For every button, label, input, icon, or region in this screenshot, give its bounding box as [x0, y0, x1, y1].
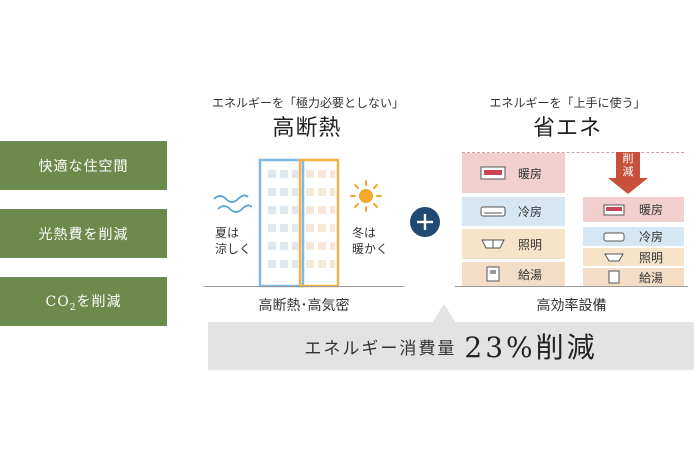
reduction-badge: 削 減	[622, 152, 634, 178]
water-heater-icon	[480, 266, 506, 282]
left-title: 高断熱	[272, 116, 342, 141]
after-cooling: 冷房	[583, 227, 684, 246]
banner-value: 23%削減	[464, 331, 598, 364]
summer-label: 夏は 涼しく	[215, 226, 252, 256]
wind-icon	[213, 194, 252, 213]
summary-banner: エネルギー消費量 23%削減	[208, 322, 694, 370]
banner-pointer	[432, 304, 456, 323]
reduction-arrow-icon	[608, 152, 648, 194]
banner-text: エネルギー消費量	[304, 338, 457, 359]
baseline-dashed-line	[462, 152, 684, 153]
air-conditioner-icon	[601, 229, 627, 245]
side-button-label: 快適な住空間	[38, 158, 129, 175]
plus-circle-icon	[410, 207, 440, 237]
after-heating: 暖房	[583, 197, 684, 222]
side-button-comfort[interactable]: 快適な住空間	[0, 141, 167, 190]
left-subtitle: エネルギーを「極力必要としない」	[212, 96, 405, 110]
after-hot-water: 給湯	[583, 268, 684, 286]
air-conditioner-icon	[480, 204, 506, 220]
before-heating: 暖房	[462, 153, 565, 193]
before-cooling: 冷房	[462, 197, 565, 226]
before-hot-water: 給湯	[462, 262, 565, 286]
ceiling-light-icon	[480, 236, 506, 252]
after-lighting: 照明	[583, 248, 684, 266]
heater-icon	[480, 165, 506, 181]
right-baseline	[455, 286, 688, 287]
side-button-utility-cost[interactable]: 光熱費を削減	[0, 209, 167, 258]
before-lighting: 照明	[462, 229, 565, 259]
left-baseline	[204, 286, 404, 287]
side-button-label: CO2を削減	[45, 293, 122, 313]
building-icon	[258, 158, 340, 288]
right-subtitle: エネルギーを「上手に使う」	[489, 96, 646, 110]
winter-label: 冬は 暖かく	[352, 226, 389, 256]
left-caption: 高断熱･高気密	[258, 298, 350, 314]
ceiling-light-icon	[601, 249, 627, 265]
sun-icon	[350, 180, 382, 212]
side-button-label: 光熱費を削減	[38, 226, 129, 243]
water-heater-icon	[601, 269, 627, 285]
right-title: 省エネ	[532, 116, 602, 141]
right-caption: 高効率設備	[536, 298, 607, 314]
heater-icon	[601, 202, 627, 218]
side-button-co2[interactable]: CO2を削減	[0, 277, 167, 326]
